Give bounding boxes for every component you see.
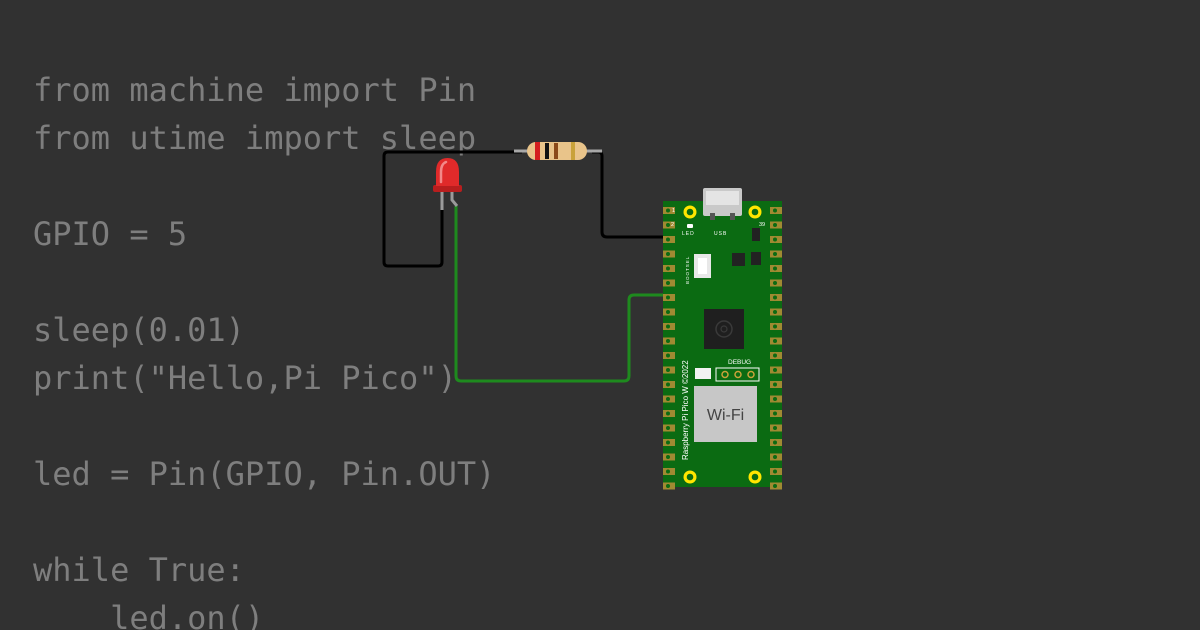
red-led[interactable] — [433, 158, 462, 210]
left-pin-13-hole — [666, 382, 670, 387]
right-pin-6-hole — [773, 281, 777, 285]
wifi-label: Wi-Fi — [707, 407, 744, 424]
code-line-9: led = Pin(GPIO, Pin.OUT) — [33, 455, 496, 493]
usb-tab-left — [710, 213, 715, 220]
led-rim — [433, 185, 462, 192]
mounting-hole-bottom-right-center — [751, 473, 759, 481]
right-pin-12-hole — [773, 368, 777, 372]
left-pin-15-hole — [666, 411, 670, 416]
right-pin-2-hole — [773, 223, 777, 227]
mounting-hole-top-right-center — [751, 208, 759, 216]
right-pin-13-hole — [773, 382, 777, 387]
led-label: LED — [682, 231, 695, 237]
usb-connector — [703, 188, 742, 220]
led-anode-leg — [450, 192, 459, 207]
code-line-11: while True: — [33, 551, 245, 589]
debug-label: DEBUG — [728, 359, 751, 366]
right-pin-10-hole — [773, 339, 777, 343]
left-pin-10-hole — [666, 339, 670, 343]
right-pin-11-hole — [773, 353, 777, 358]
right-pin-8-hole — [773, 310, 777, 314]
code-line-6: sleep(0.01) — [33, 311, 245, 349]
component-u1 — [752, 228, 760, 241]
right-pin-4-hole — [773, 252, 777, 256]
right-pin-19-hole — [773, 469, 777, 474]
left-pin-12-hole — [666, 368, 670, 372]
code-line-4: GPIO = 5 — [33, 215, 188, 253]
code-line-12: led.on() — [33, 599, 265, 630]
left-pin-11-hole — [666, 353, 670, 358]
wire-resistor-to-gnd[interactable] — [592, 150, 672, 239]
debug-pin-3 — [747, 370, 755, 379]
code-line-7: print("Hello,Pi Pico") — [33, 359, 457, 397]
right-pin-18-hole — [773, 455, 777, 459]
usb-label: USB — [714, 231, 727, 237]
left-pin-14-hole — [666, 397, 670, 401]
rp2040-package — [704, 309, 744, 349]
left-pin-5-hole — [666, 266, 670, 271]
onboard-led — [687, 224, 693, 228]
rp2040-logo-center — [720, 325, 728, 333]
mounting-hole-top-left-center — [686, 208, 694, 216]
code-line-1: from machine import Pin — [33, 71, 477, 109]
debug-connector — [695, 368, 711, 379]
left-pin-6-hole — [666, 281, 670, 285]
wifi-module — [694, 386, 757, 442]
left-pin-18-hole — [666, 455, 670, 459]
left-pin-3-hole — [666, 237, 670, 242]
left-pin-20-hole — [666, 484, 670, 488]
resistor-band-2 — [545, 143, 549, 159]
led-highlight — [439, 160, 448, 184]
debug-pin-2 — [734, 370, 742, 379]
usb-tab-right — [730, 213, 735, 220]
right-pin-20-hole — [773, 484, 777, 488]
right-pin-5-hole — [773, 266, 777, 271]
pin-2-label: 2 — [671, 222, 674, 228]
left-pin-header — [663, 207, 675, 490]
component-u2 — [732, 253, 745, 266]
resistor[interactable] — [514, 142, 602, 160]
led-body — [436, 158, 459, 186]
right-pin-16-hole — [773, 426, 777, 430]
left-pin-2-hole — [666, 223, 670, 227]
pin-1-label: 1 — [672, 208, 675, 214]
right-pin-1-hole — [773, 208, 777, 213]
rp2040-logo — [715, 320, 733, 338]
right-pin-header — [770, 207, 782, 490]
component-u3 — [751, 252, 761, 265]
debug-header-outline — [715, 367, 760, 382]
resistor-band-1 — [535, 142, 540, 160]
board-model-label: Raspberry Pi Pico W ©2022 — [681, 360, 690, 460]
bootsel-label: BOOTSEL — [685, 256, 690, 284]
left-pin-19-hole — [666, 469, 670, 474]
left-pin-8-hole — [666, 310, 670, 314]
left-pin-16-hole — [666, 426, 670, 430]
rp2040-chip — [704, 309, 744, 349]
debug-pin-1 — [721, 370, 729, 379]
right-pin-14-hole — [773, 397, 777, 401]
left-pin-1-hole — [666, 208, 670, 213]
pico-w-board[interactable]: 1 2 39 LED USB BOOTSEL DEBUG — [663, 188, 782, 490]
mounting-hole-bottom-left-center — [686, 473, 694, 481]
resistor-band-3 — [554, 143, 558, 159]
pin-39-label: 39 — [759, 222, 765, 228]
resistor-band-4 — [571, 142, 575, 160]
left-pin-4-hole — [666, 252, 670, 256]
right-pin-9-hole — [773, 324, 777, 329]
usb-top — [706, 191, 739, 205]
right-pin-17-hole — [773, 440, 777, 445]
right-pin-15-hole — [773, 411, 777, 416]
right-pin-3-hole — [773, 237, 777, 242]
bootsel-button-cap — [698, 258, 707, 274]
wire-led-to-resistor[interactable] — [382, 150, 522, 268]
left-pin-17-hole — [666, 440, 670, 445]
wire-led-to-gpio[interactable] — [454, 206, 672, 383]
left-pin-9-hole — [666, 324, 670, 329]
right-pin-7-hole — [773, 295, 777, 300]
left-pin-7-hole — [666, 295, 670, 300]
wires — [382, 150, 672, 383]
